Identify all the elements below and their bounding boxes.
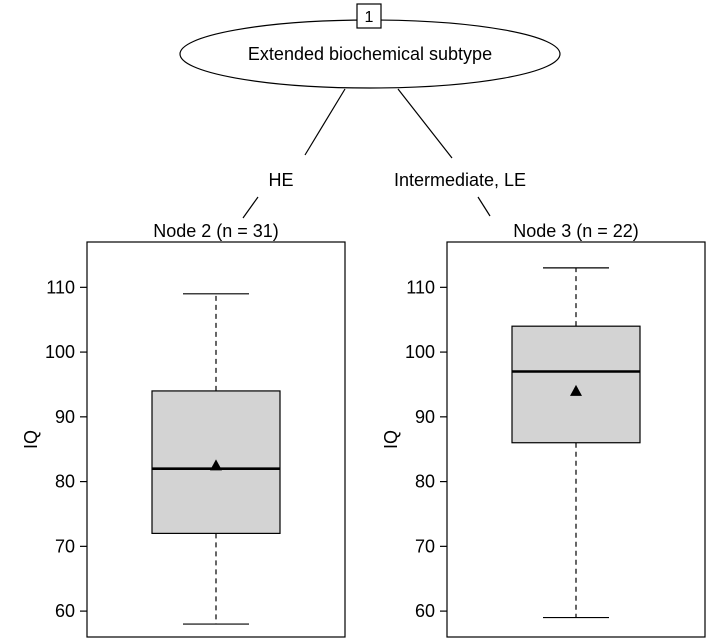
panel-title: Node 3 (n = 22) [513,221,639,241]
y-axis-label: IQ [381,430,401,449]
edge-label-right: Intermediate, LE [394,170,526,190]
split-node-id-box [356,3,382,29]
y-tick-label: 70 [55,536,75,556]
panel-frame [86,241,346,638]
y-axis-label: IQ [21,430,41,449]
split-node-label: Extended biochemical subtype [248,44,492,64]
tree-edge-right-lower [477,196,491,217]
panel-frame [446,241,706,638]
y-tick-label: 90 [55,407,75,427]
split-node-id: 1 [365,9,374,26]
y-tick-label: 80 [415,472,435,492]
panel-title: Node 2 (n = 31) [153,221,279,241]
tree-edge-right [397,88,453,159]
y-tick-label: 60 [55,601,75,621]
y-tick-label: 110 [46,277,75,297]
y-tick-label: 110 [406,277,435,297]
y-tick-label: 100 [45,342,75,362]
y-tick-label: 70 [415,536,435,556]
iqr-box [511,325,641,444]
mean-marker [570,384,582,396]
tree-edge-left [304,88,346,156]
edge-label-left: HE [268,170,293,190]
mean-marker [210,459,222,471]
y-tick-label: 90 [415,407,435,427]
y-tick-label: 60 [415,601,435,621]
y-tick-label: 100 [405,342,435,362]
y-tick-label: 80 [55,472,75,492]
tree-edge-left-lower [242,196,259,219]
